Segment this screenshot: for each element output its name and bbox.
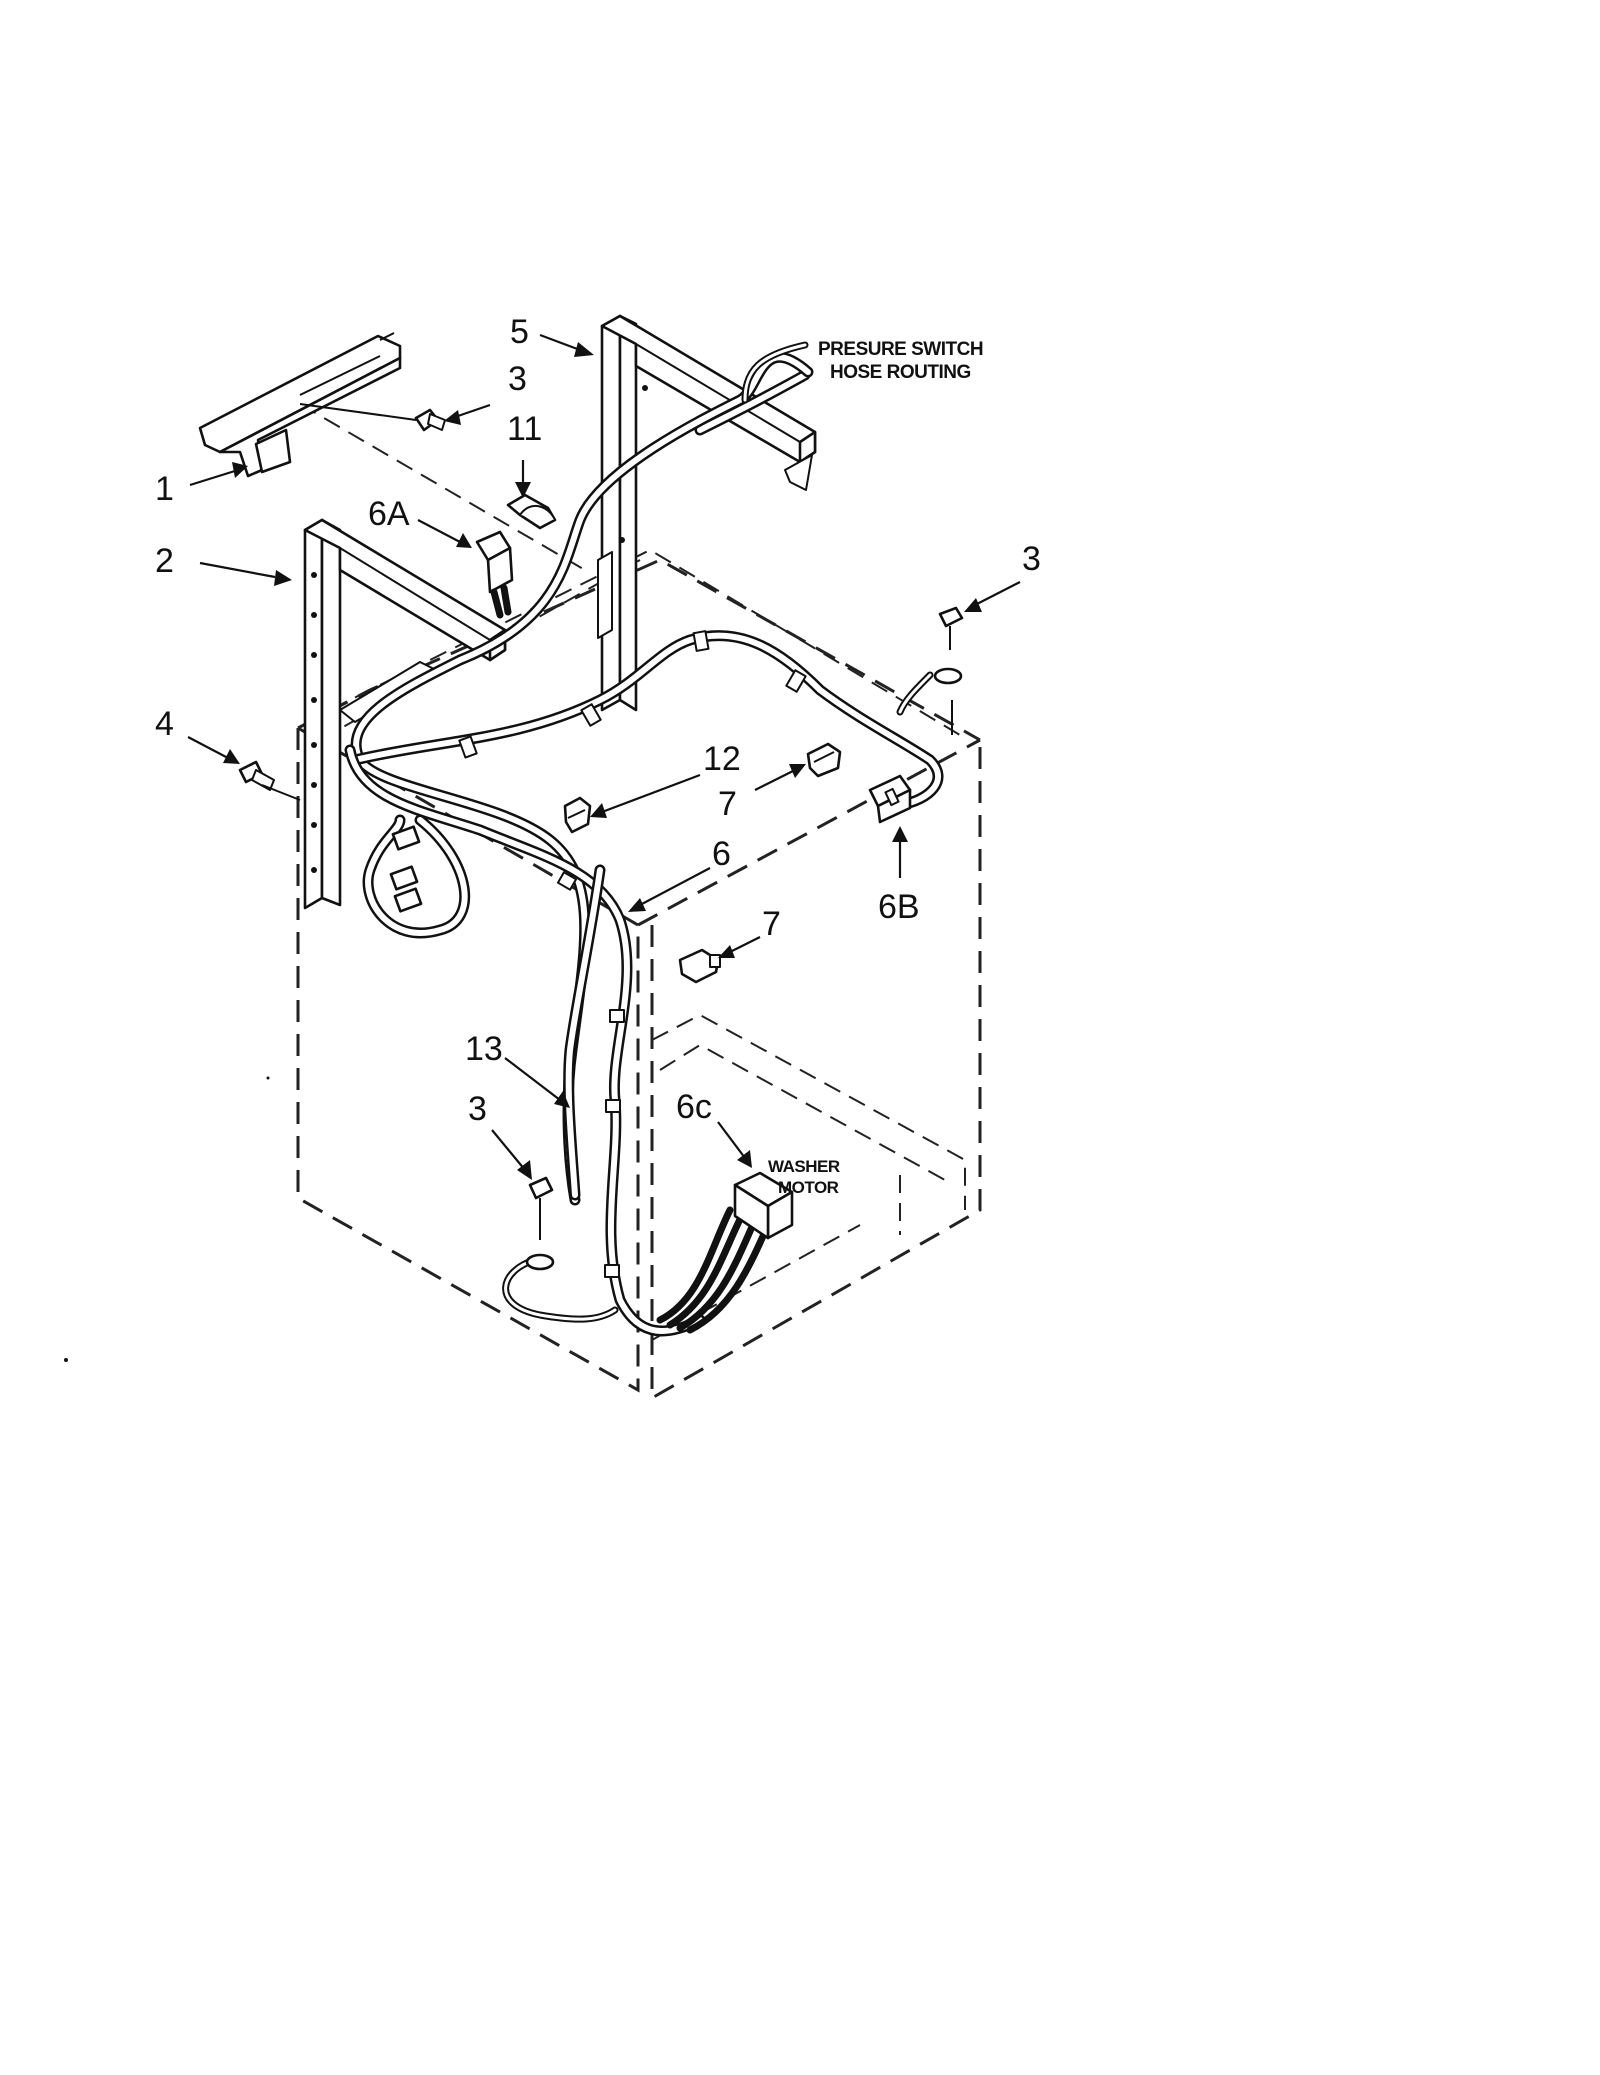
- callout-3-top: 3: [508, 360, 527, 398]
- pressure-switch-note-line-1: PRESURE SWITCH: [818, 339, 983, 360]
- notes: PRESURE SWITCH HOSE ROUTING WASHER MOTOR: [768, 339, 984, 1197]
- callout-6: 6: [712, 835, 731, 873]
- screw-part-3-bottom: [525, 1176, 555, 1271]
- screw-part-3-top: [299, 403, 446, 432]
- callout-11: 11: [507, 410, 542, 448]
- callout-6b: 6B: [878, 888, 920, 926]
- callout-5: 5: [510, 313, 529, 351]
- main-wire-harness-part-6: [344, 630, 944, 1337]
- washer-motor-note-line-2: MOTOR: [778, 1178, 839, 1197]
- leader-lines: [187, 333, 1021, 1180]
- tube-part-13: [563, 864, 606, 1201]
- top-bracket-part-1: [198, 332, 402, 478]
- clip-part-12: [563, 796, 592, 834]
- callout-4: 4: [155, 705, 174, 743]
- scan-dot: [266, 1076, 270, 1080]
- callout-6a: 6A: [368, 495, 410, 533]
- callout-7-lower: 7: [762, 905, 781, 943]
- clip-part-7-upper: [806, 742, 842, 778]
- washer-motor-note-line-1: WASHER: [768, 1157, 840, 1176]
- callout-2: 2: [155, 542, 174, 580]
- callout-7-upper: 7: [718, 785, 737, 823]
- screw-part-3-right: [933, 606, 964, 735]
- connector-6c: [733, 1171, 794, 1240]
- connector-6a: [475, 530, 514, 619]
- scan-dot: [64, 1358, 68, 1362]
- callout-3-bottom: 3: [468, 1090, 487, 1128]
- callout-3-right: 3: [1022, 540, 1041, 578]
- rear-frame-part-5: [597, 314, 817, 712]
- connector-6b: [868, 774, 912, 824]
- clip-part-7-lower: [678, 948, 721, 984]
- screw-part-4: [238, 760, 301, 801]
- left-frame-part-2: [303, 518, 507, 910]
- pressure-switch-note-line-2: HOSE ROUTING: [830, 362, 971, 383]
- callout-13: 13: [465, 1030, 503, 1068]
- callout-1: 1: [155, 470, 174, 508]
- callout-6c: 6c: [676, 1088, 712, 1126]
- callout-12: 12: [703, 740, 741, 778]
- clip-part-11: [506, 493, 557, 530]
- callout-labels: 1 2 3 3 3 4 5 6 6A 6B 6c 7 7 11 12 13: [155, 313, 1041, 1128]
